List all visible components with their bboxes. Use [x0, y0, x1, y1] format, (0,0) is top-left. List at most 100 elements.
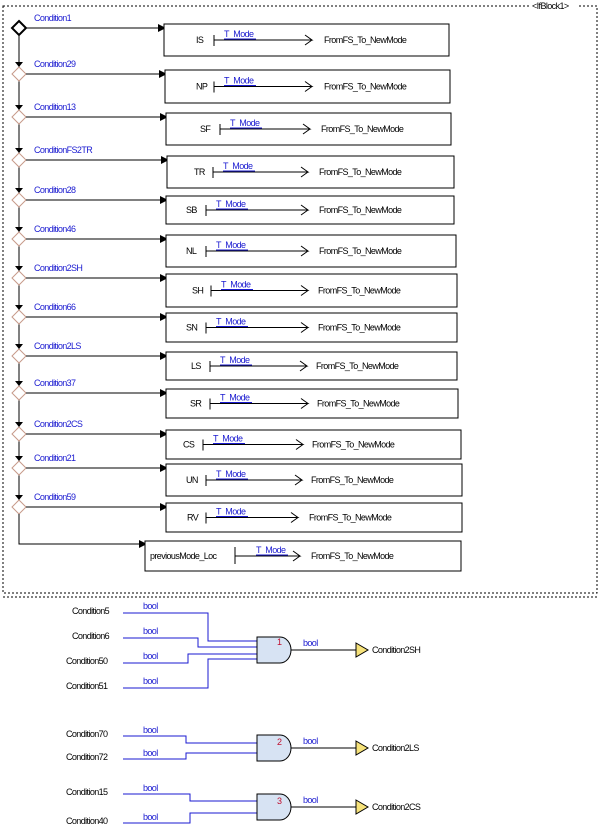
signal-name-label: T_Mode	[216, 317, 246, 327]
signal-name-label: T_Mode	[213, 434, 243, 444]
action-subsystem-box[interactable]	[165, 273, 458, 308]
target-variable-label: FromFS_To_NewMode	[318, 323, 401, 333]
mode-constant-label: SH	[192, 286, 203, 296]
else-var-label: T_Mode	[256, 545, 286, 555]
decision-diamond[interactable]	[10, 19, 28, 37]
decision-diamond[interactable]	[11, 152, 27, 168]
gate2-outport[interactable]	[355, 740, 369, 756]
gate2-output-label: Condition2LS	[372, 743, 419, 753]
flow-arrowhead	[15, 422, 23, 427]
target-variable-label: FromFS_To_NewMode	[318, 286, 401, 296]
decision-diamond[interactable]	[11, 348, 27, 364]
target-variable-label: FromFS_To_NewMode	[319, 246, 402, 256]
and-gate-1[interactable]	[256, 636, 292, 664]
mode-constant-label: CS	[183, 440, 195, 450]
signal-name-label: T_Mode	[220, 355, 250, 365]
and-gate-1-group: Condition5 Condition6 Condition50 Condit…	[66, 601, 421, 691]
else-target-label: FromFS_To_NewMode	[311, 551, 394, 561]
branch-condition-label: Condition66	[34, 302, 76, 312]
target-variable-label: FromFS_To_NewMode	[316, 361, 399, 371]
signal-line	[213, 81, 314, 93]
branch-condition-label: Condition13	[34, 102, 76, 112]
decision-diamond[interactable]	[11, 270, 27, 286]
gate1-outport[interactable]	[355, 642, 369, 658]
target-variable-label: FromFS_To_NewMode	[319, 167, 402, 177]
signal-name-label: T_Mode	[220, 393, 250, 403]
branch-condition-label: Condition59	[34, 492, 76, 502]
flow-arrowhead	[15, 62, 23, 67]
gate1-input-4: Condition51	[66, 681, 108, 691]
mode-constant-label: NL	[186, 246, 197, 256]
target-variable-label: FromFS_To_NewMode	[317, 399, 400, 409]
signal-line	[209, 360, 309, 372]
gate2-input-1: Condition70	[66, 729, 108, 739]
signal-name-label: T_Mode	[221, 280, 251, 290]
decision-diamond[interactable]	[11, 109, 27, 125]
signal-line	[205, 204, 310, 216]
action-subsystem-box[interactable]	[165, 463, 463, 497]
and-gate-2[interactable]	[256, 734, 292, 762]
decision-diamond[interactable]	[11, 66, 27, 82]
gate2-number: 2	[277, 737, 282, 747]
mode-constant-label: UN	[186, 475, 198, 485]
flow-arrowhead	[15, 105, 23, 110]
decision-diamond[interactable]	[11, 460, 27, 476]
gate3-type-2: bool	[143, 812, 158, 822]
decision-diamond[interactable]	[11, 426, 27, 442]
gate1-input-1: Condition5	[72, 606, 110, 616]
mode-constant-label: TR	[194, 167, 206, 177]
decision-diamond[interactable]	[11, 192, 27, 208]
action-subsystem-box[interactable]	[165, 429, 462, 460]
gate1-output-label: Condition2SH	[372, 645, 420, 655]
gate1-type-1: bool	[143, 601, 158, 611]
and-gate-3[interactable]	[256, 793, 292, 821]
signal-line	[205, 245, 310, 257]
decision-diamond[interactable]	[11, 309, 27, 325]
mode-constant-label: RV	[187, 513, 199, 523]
decision-diamond[interactable]	[11, 499, 27, 515]
signal-name-label: T_Mode	[230, 118, 260, 128]
gate2-input-2: Condition72	[66, 752, 108, 762]
signal-line	[213, 34, 314, 46]
gate1-type-4: bool	[143, 676, 158, 686]
mode-constant-label: NP	[196, 82, 208, 92]
branch-condition-label: Condition46	[34, 224, 76, 234]
target-variable-label: FromFS_To_NewMode	[309, 513, 392, 523]
flow-arrowhead	[15, 305, 23, 310]
mode-constant-label: SR	[190, 399, 202, 409]
gate1-input-2: Condition6	[72, 631, 110, 641]
flow-arrowhead	[15, 456, 23, 461]
gate3-outport[interactable]	[355, 799, 369, 815]
signal-line	[219, 123, 312, 135]
branch-condition-label: Condition37	[34, 378, 76, 388]
target-variable-label: FromFS_To_NewMode	[319, 205, 402, 215]
gate1-number: 1	[277, 637, 282, 647]
mode-constant-label: SF	[200, 124, 211, 134]
mode-constant-label: LS	[191, 361, 201, 371]
decision-diamond[interactable]	[11, 231, 27, 247]
flow-arrowhead	[15, 148, 23, 153]
gate1-input-3: Condition50	[66, 656, 108, 666]
signal-line	[205, 512, 300, 524]
decision-diamond[interactable]	[11, 385, 27, 401]
signal-line	[210, 285, 310, 297]
signal-line	[205, 322, 310, 334]
action-subsystem-box[interactable]	[164, 69, 451, 104]
gate3-number: 3	[277, 796, 282, 806]
action-subsystem-box[interactable]	[166, 155, 455, 189]
else-branch-box[interactable]	[144, 540, 462, 572]
branch-condition-label: ConditionFS2TR	[34, 145, 93, 155]
flow-arrowhead	[15, 188, 23, 193]
if-block-frame	[2, 5, 598, 594]
branch-condition-label: Condition1	[34, 13, 72, 23]
branch-condition-label: Condition28	[34, 185, 76, 195]
gate3-output-label: Condition2CS	[372, 802, 421, 812]
